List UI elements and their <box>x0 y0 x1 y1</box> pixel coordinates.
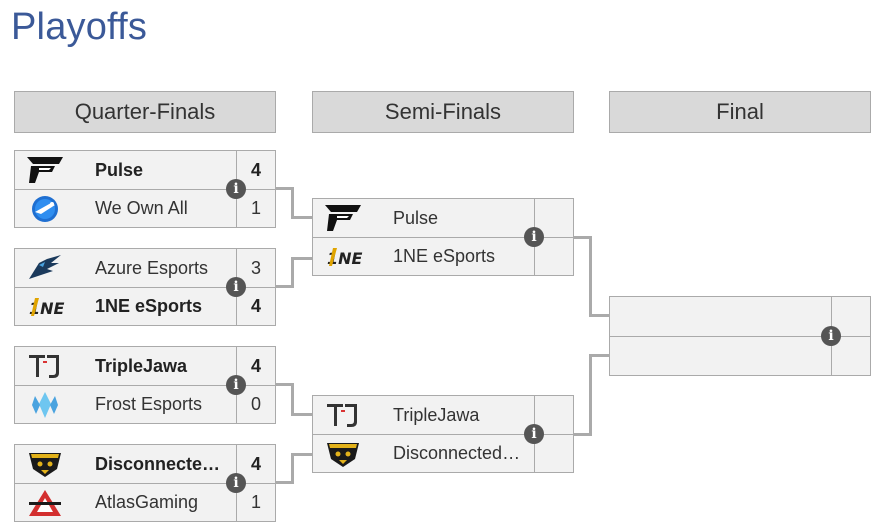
connector-line <box>574 236 591 239</box>
match-info-icon[interactable]: i <box>226 277 246 297</box>
match-info-icon[interactable]: i <box>524 227 544 247</box>
qf-3-team-bottom[interactable]: Frost Esports 0 <box>15 386 275 423</box>
disconnected-logo-icon <box>15 445 75 483</box>
page-title: Playoffs <box>11 6 148 48</box>
team-score: 0 <box>236 386 275 423</box>
pulse-logo-icon <box>15 151 75 189</box>
team-name: Disconnected… <box>393 443 521 463</box>
connector-line <box>291 216 312 219</box>
sf-2-team-bottom[interactable]: Disconnected… <box>313 435 573 472</box>
pulse-logo-icon <box>313 199 373 237</box>
team-score: 4 <box>236 151 275 189</box>
team-name: We Own All <box>95 198 188 218</box>
team-name: Frost Esports <box>95 394 203 414</box>
connector-line <box>276 481 293 484</box>
qf-1-team-top[interactable]: Pulse 4 <box>15 151 275 190</box>
sf-2-team-top[interactable]: TripleJawa <box>313 396 573 435</box>
qf-3-team-top[interactable]: TripleJawa 4 <box>15 347 275 386</box>
1ne-logo-icon <box>313 238 373 276</box>
team-score-empty <box>534 435 573 472</box>
connector-line <box>291 257 312 260</box>
team-name: Azure Esports <box>95 257 209 278</box>
connector-line <box>291 453 312 456</box>
qf-2-team-bottom[interactable]: 1NE eSports 4 <box>15 288 275 325</box>
team-name: TripleJawa <box>393 404 480 425</box>
team-score-empty <box>534 199 573 237</box>
triplejawa-logo-icon <box>15 347 75 385</box>
team-score: 4 <box>236 445 275 483</box>
triplejawa-logo-icon <box>313 396 373 434</box>
connector-line <box>276 285 293 288</box>
sf-1-team-top[interactable]: Pulse <box>313 199 573 238</box>
team-score: 4 <box>236 347 275 385</box>
team-name: 1NE eSports <box>95 296 203 316</box>
frost-logo-icon <box>15 386 75 424</box>
1ne-logo-icon <box>15 288 75 326</box>
team-score-empty <box>534 396 573 434</box>
team-name: Pulse <box>95 159 144 180</box>
team-score-empty <box>534 238 573 275</box>
connector-line <box>276 383 293 386</box>
match-info-icon[interactable]: i <box>524 424 544 444</box>
sf-1-team-bottom[interactable]: 1NE eSports <box>313 238 573 275</box>
connector-line <box>291 187 294 218</box>
team-score: 1 <box>236 190 275 227</box>
match-info-icon[interactable]: i <box>226 179 246 199</box>
round-header-final: Final <box>609 91 871 133</box>
match-info-icon[interactable]: i <box>821 326 841 346</box>
qf-4-team-bottom[interactable]: AtlasGaming 1 <box>15 484 275 521</box>
qf-match-1[interactable]: Pulse 4 We Own All 1 i <box>14 150 276 228</box>
round-header-semi-finals: Semi-Finals <box>312 91 574 133</box>
match-info-icon[interactable]: i <box>226 473 246 493</box>
team-score: 3 <box>236 249 275 287</box>
sf-match-1[interactable]: Pulse 1NE eSports i <box>312 198 574 276</box>
connector-line <box>589 314 609 317</box>
final-divider <box>610 336 870 337</box>
azure-eagle-icon <box>15 249 75 287</box>
disconnected-logo-icon <box>313 435 373 473</box>
connector-line <box>589 354 592 436</box>
connector-line <box>291 453 294 484</box>
team-name: Disconnecte… <box>95 453 221 474</box>
qf-match-2[interactable]: Azure Esports 3 1NE eSports 4 i <box>14 248 276 326</box>
qf-match-3[interactable]: TripleJawa 4 Frost Esports 0 i <box>14 346 276 424</box>
qf-2-team-top[interactable]: Azure Esports 3 <box>15 249 275 288</box>
team-name: TripleJawa <box>95 355 188 376</box>
team-name: AtlasGaming <box>95 492 199 512</box>
round-header-quarter-finals: Quarter-Finals <box>14 91 276 133</box>
atlas-logo-icon <box>15 484 75 522</box>
team-name: Pulse <box>393 207 439 228</box>
qf-1-team-bottom[interactable]: We Own All 1 <box>15 190 275 227</box>
connector-line <box>291 257 294 288</box>
team-name: 1NE eSports <box>393 246 496 266</box>
connector-line <box>589 236 592 316</box>
match-info-icon[interactable]: i <box>226 375 246 395</box>
connector-line <box>589 354 609 357</box>
rocket-league-icon <box>15 190 75 228</box>
qf-4-team-top[interactable]: Disconnecte… 4 <box>15 445 275 484</box>
team-score: 1 <box>236 484 275 521</box>
sf-match-2[interactable]: TripleJawa Disconnected… i <box>312 395 574 473</box>
connector-line <box>276 187 293 190</box>
final-match[interactable]: i <box>609 296 871 376</box>
connector-line <box>574 433 591 436</box>
team-score: 4 <box>236 288 275 325</box>
qf-match-4[interactable]: Disconnecte… 4 AtlasGaming 1 i <box>14 444 276 522</box>
connector-line <box>291 383 294 415</box>
connector-line <box>291 413 312 416</box>
